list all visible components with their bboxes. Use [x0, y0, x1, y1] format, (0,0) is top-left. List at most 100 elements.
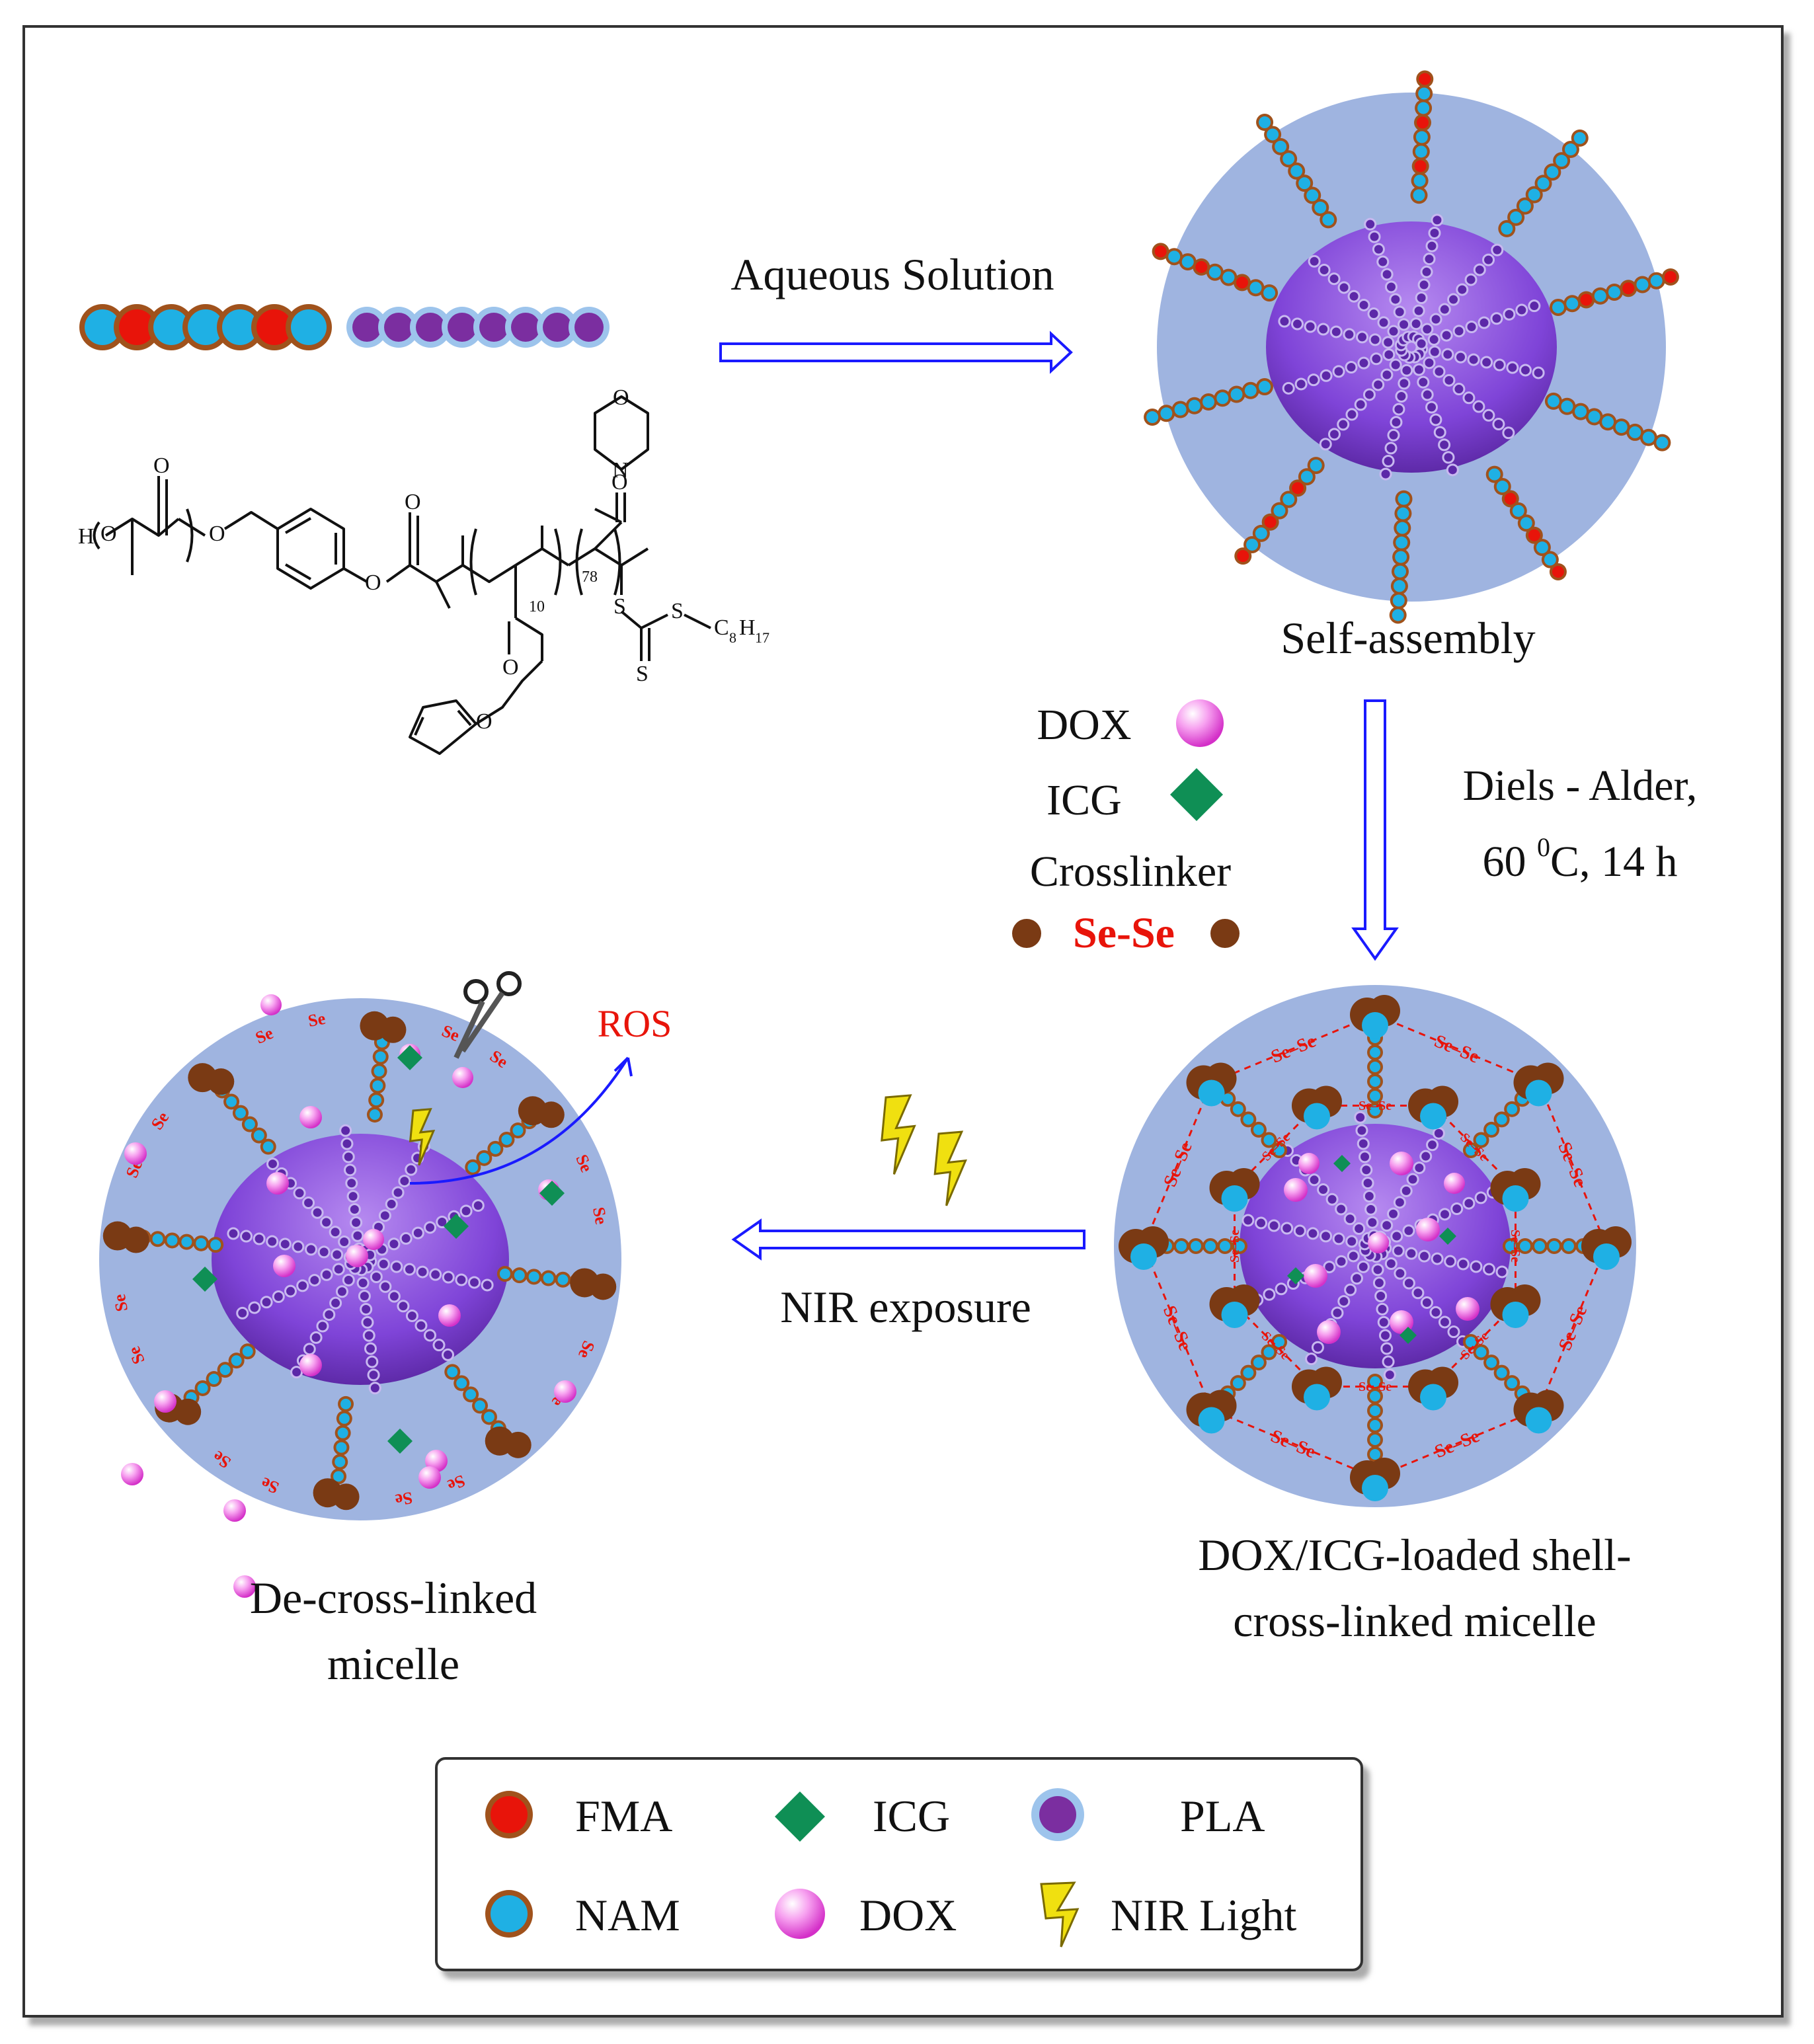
nam-bead [1488, 468, 1501, 481]
pla-core-bead [1335, 1202, 1348, 1216]
dox-molecule [299, 1354, 322, 1376]
crosslink-bond [1538, 1081, 1608, 1247]
pla-core-bead [1393, 1196, 1406, 1209]
atom-o-3: O [209, 522, 225, 546]
pla-core-bead [1282, 381, 1295, 395]
nam-bead [1510, 211, 1522, 223]
pla-core-bead [370, 1271, 383, 1284]
ros-arrow [409, 1056, 629, 1185]
legend-icg-swatch [775, 1791, 825, 1842]
pla-bead [448, 313, 477, 342]
pla-core-bead [1327, 428, 1341, 441]
pla-core-bead [1412, 363, 1425, 376]
subscript-78: 78 [582, 569, 598, 586]
pla-core-bead [1335, 1255, 1348, 1268]
pla-core-bead [364, 1342, 377, 1355]
dox-molecule [266, 1172, 289, 1195]
nam-bead [1290, 165, 1303, 177]
pla-core-bead [467, 1276, 481, 1289]
pla-core-bead [302, 1197, 315, 1210]
cleaved-adduct [122, 1226, 149, 1253]
nam-bead [1205, 1241, 1216, 1251]
crosslinker-end-right [1210, 919, 1240, 948]
nam-bead [1274, 1145, 1285, 1156]
pla-core-bead [1493, 358, 1506, 372]
pla-core-bead [1379, 467, 1392, 481]
nam-bead [1274, 1336, 1285, 1347]
pla-core-bead [1473, 263, 1486, 276]
pla-core-bead [320, 1268, 333, 1281]
fma-bead [1552, 565, 1564, 578]
legend-nam-swatch [491, 1895, 528, 1932]
atom-s-3: S [636, 662, 649, 686]
fma-bead [256, 309, 292, 345]
pla-core-bead [1331, 1306, 1344, 1319]
pla-core-bead [1438, 438, 1451, 452]
dox-molecule [1304, 1264, 1327, 1288]
pla-core-bead [340, 1137, 354, 1150]
pla-core-bead [1447, 1325, 1460, 1339]
pla-core-bead [272, 1290, 285, 1303]
scissors-handle [463, 979, 489, 1004]
pla-core-bead [361, 1316, 374, 1329]
pla-core-bead [1502, 426, 1515, 440]
pla-core-bead [345, 1177, 358, 1190]
nam-bead [219, 1364, 231, 1376]
pla-core-bead [348, 1202, 361, 1216]
pla-bead [479, 313, 508, 342]
pla-core-bead [432, 1339, 446, 1352]
pla-core-bead [1439, 1208, 1452, 1221]
pla-core-bead [240, 1230, 253, 1243]
pla-core-bead [1441, 348, 1454, 361]
fma-bead [1264, 516, 1277, 528]
nir-exposure-label: NIR exposure [780, 1282, 1031, 1332]
pla-core-bead [1506, 361, 1519, 374]
atom-s-1: S [613, 594, 626, 619]
legend-icg-label: ICG [873, 1791, 950, 1841]
nam-bead [152, 1234, 163, 1245]
pla-core-bead [253, 1232, 266, 1245]
pla-core-bead [360, 1303, 373, 1316]
nam-bead [1615, 421, 1628, 434]
nam-bead [1222, 271, 1235, 284]
pla-core-bead [1442, 451, 1455, 464]
fma-bead [1664, 270, 1676, 283]
pla-core-bead [1380, 268, 1394, 281]
nam-bead [1496, 1114, 1507, 1125]
pla-core-bead [1528, 299, 1541, 313]
pla-core-bead [1394, 1267, 1407, 1280]
ros-label: ROS [598, 1002, 672, 1045]
se-label: Se [589, 1206, 611, 1226]
temperature-time-label: 60 0C, 14 h [1482, 832, 1677, 886]
pla-core-bead [1380, 368, 1394, 381]
pla-core-bead [342, 1150, 355, 1163]
fma-bead [1195, 260, 1208, 273]
nam-bead [1642, 431, 1655, 444]
dox-molecule [260, 994, 282, 1015]
pla-core-bead [1467, 353, 1480, 366]
pla-core-bead [1409, 317, 1423, 331]
pla-core-bead [1411, 1286, 1425, 1300]
pla-core-bead [1278, 315, 1291, 328]
pla-core-bead [1382, 454, 1395, 467]
arrow-left-nir [731, 1218, 1085, 1261]
nam-bead [1298, 177, 1311, 190]
pla-core-bead [424, 1221, 437, 1234]
pla-core-bead [1378, 1329, 1392, 1342]
nam-bead [1306, 189, 1319, 202]
pla-core-bead [1320, 1230, 1333, 1243]
pla-core-bead [1425, 239, 1439, 253]
se-se-link-label: Se–Se [1359, 1380, 1392, 1394]
pla-core-bead [1374, 1290, 1388, 1303]
pla-core-bead [1478, 316, 1491, 329]
fma-bead [1236, 276, 1248, 289]
pla-core-bead [1450, 1202, 1464, 1216]
scissors-handle [496, 971, 522, 996]
crosslink-bond [1142, 1081, 1212, 1247]
crosslinker-formula-text: Se-Se [1073, 909, 1175, 957]
diels-alder-label: Diels - Alder, [1463, 762, 1698, 810]
dox-molecule [1368, 1232, 1389, 1253]
crosslink-bond [1142, 1245, 1212, 1411]
pla-core-bead [1405, 1247, 1418, 1260]
nam-bead [374, 1066, 385, 1077]
